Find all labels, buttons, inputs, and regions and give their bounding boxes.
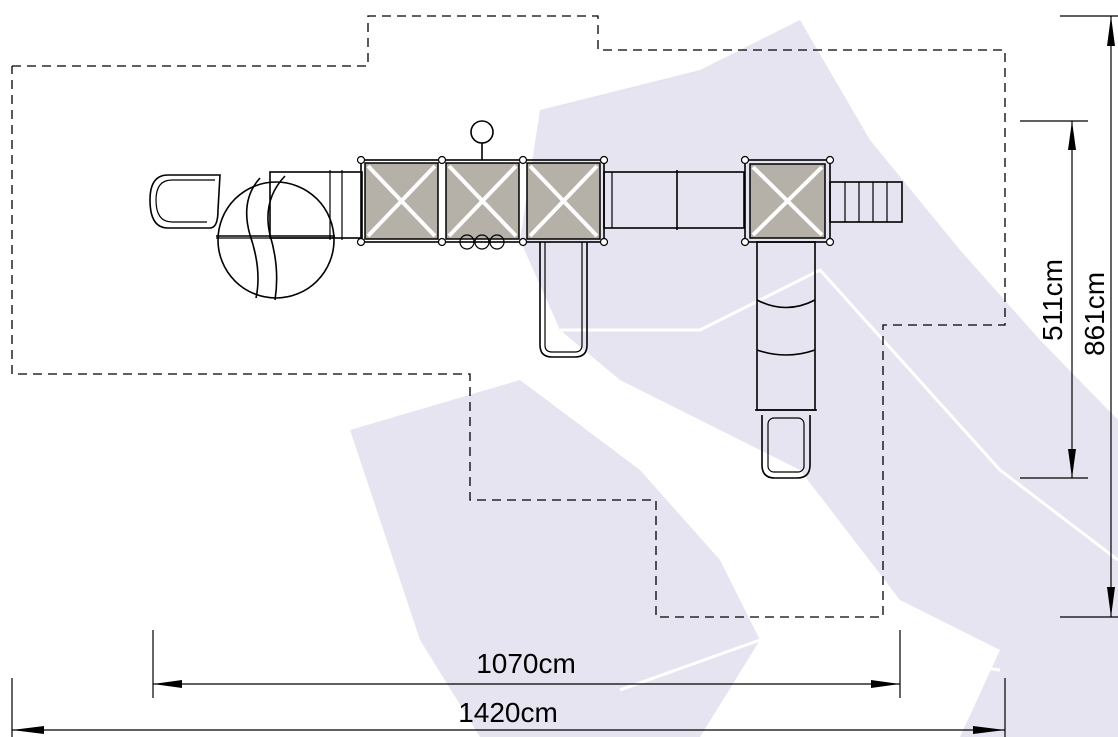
entry-steps [829, 181, 903, 223]
safety-zone-outline [11, 15, 1006, 618]
watermark-lines [560, 268, 1118, 692]
outer-height-dimension [1060, 15, 1118, 618]
inner-width-dimension [152, 630, 901, 698]
main-deck [356, 155, 609, 250]
outer-width-dimension [11, 678, 1006, 737]
tube-slide [755, 241, 817, 479]
right-deck [740, 155, 835, 247]
inner-width-label: 1070cm [476, 648, 576, 679]
outer-width-label: 1420cm [458, 697, 558, 728]
straight-slide [539, 242, 588, 358]
inner-height-label: 511cm [1037, 259, 1068, 341]
outer-height-label: 861cm [1079, 272, 1110, 356]
middle-tunnel [603, 170, 745, 230]
inner-height-dimension [1020, 120, 1088, 479]
watermark-logo [350, 20, 1118, 737]
left-tunnel [269, 170, 363, 240]
curved-slide-end [149, 174, 221, 229]
climbing-pole [470, 120, 494, 160]
